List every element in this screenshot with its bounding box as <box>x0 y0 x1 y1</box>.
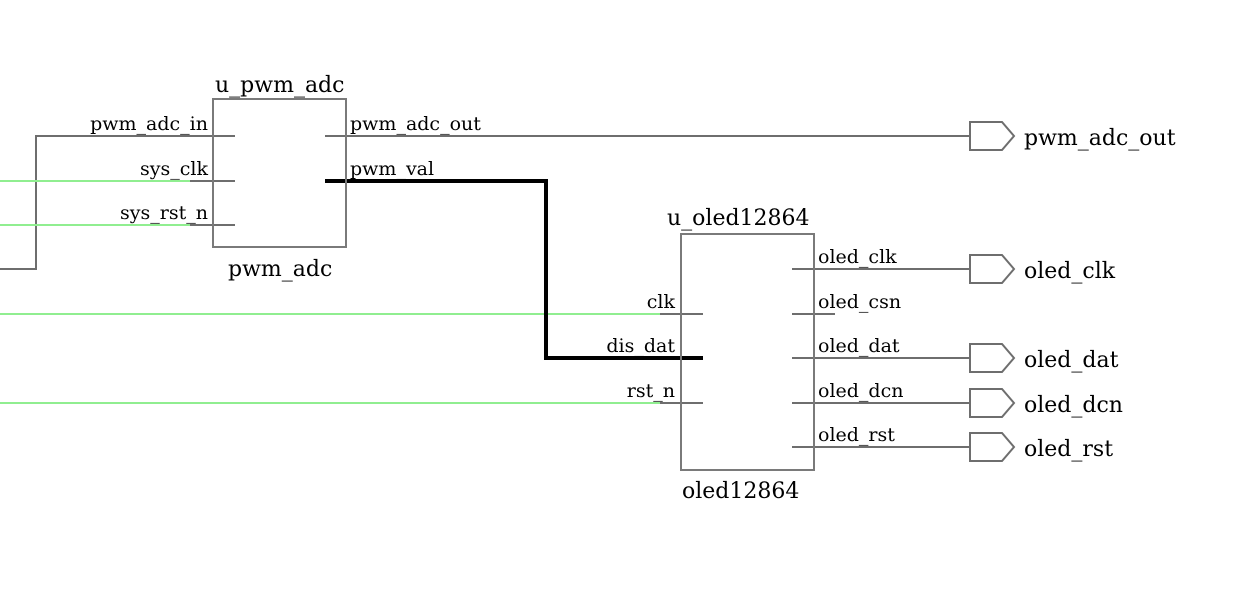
port-label-pwm-adc-out: pwm_adc_out <box>350 113 481 135</box>
port-label-oled-rst: oled_rst <box>818 424 895 446</box>
output-port-label: oled_dcn <box>1024 393 1123 418</box>
port-label-sys-rst-n: sys_rst_n <box>120 202 208 224</box>
oled12864-instance-name: u_oled12864 <box>667 206 810 231</box>
port-label-sys-clk: sys_clk <box>140 158 208 180</box>
output-port-arrow-icon[interactable] <box>969 388 1016 418</box>
port-label-pwm-val: pwm_val <box>350 158 434 180</box>
output-port-oled-clk[interactable]: oled_clk <box>969 254 1116 284</box>
port-label-pwm-adc-in: pwm_adc_in <box>90 113 208 135</box>
output-port-pwm-adc-out[interactable]: pwm_adc_out <box>969 121 1176 151</box>
pwm-adc-block-box[interactable] <box>212 98 347 248</box>
output-port-oled-dat[interactable]: oled_dat <box>969 343 1119 373</box>
pwm-adc-block[interactable]: u_pwm_adc pwm_adc pwm_adc_in sys_clk sys… <box>90 73 481 282</box>
oled12864-module-name: oled12864 <box>682 479 799 504</box>
output-port-label: pwm_adc_out <box>1024 126 1176 151</box>
output-ports: pwm_adc_out oled_clk oled_dat oled_dcn o… <box>969 121 1176 462</box>
port-label-oled-csn: oled_csn <box>818 291 901 313</box>
output-port-label: oled_rst <box>1024 437 1113 462</box>
output-port-oled-rst[interactable]: oled_rst <box>969 432 1113 462</box>
output-port-arrow-icon[interactable] <box>969 343 1016 373</box>
output-port-arrow-icon[interactable] <box>969 254 1016 284</box>
pwm-adc-module-name: pwm_adc <box>228 257 332 282</box>
port-label-dis-dat: dis_dat <box>606 335 675 357</box>
pwm-adc-instance-name: u_pwm_adc <box>215 73 344 98</box>
output-port-arrow-icon[interactable] <box>969 121 1016 151</box>
wire-pwm-adc-in[interactable] <box>0 135 235 270</box>
output-port-label: oled_clk <box>1024 259 1116 284</box>
port-label-rst-n: rst_n <box>627 380 675 402</box>
output-port-arrow-icon[interactable] <box>969 432 1016 462</box>
bus-pwm-val[interactable] <box>325 179 703 360</box>
oled12864-block[interactable]: u_oled12864 oled12864 clk dis_dat rst_n … <box>606 206 903 504</box>
output-port-label: oled_dat <box>1024 348 1119 373</box>
port-label-oled-dcn: oled_dcn <box>818 380 903 402</box>
port-label-oled-clk: oled_clk <box>818 246 897 268</box>
port-label-oled-dat: oled_dat <box>818 335 900 357</box>
port-label-clk: clk <box>647 291 676 313</box>
oled12864-block-box[interactable] <box>680 233 815 471</box>
output-port-oled-dcn[interactable]: oled_dcn <box>969 388 1123 418</box>
